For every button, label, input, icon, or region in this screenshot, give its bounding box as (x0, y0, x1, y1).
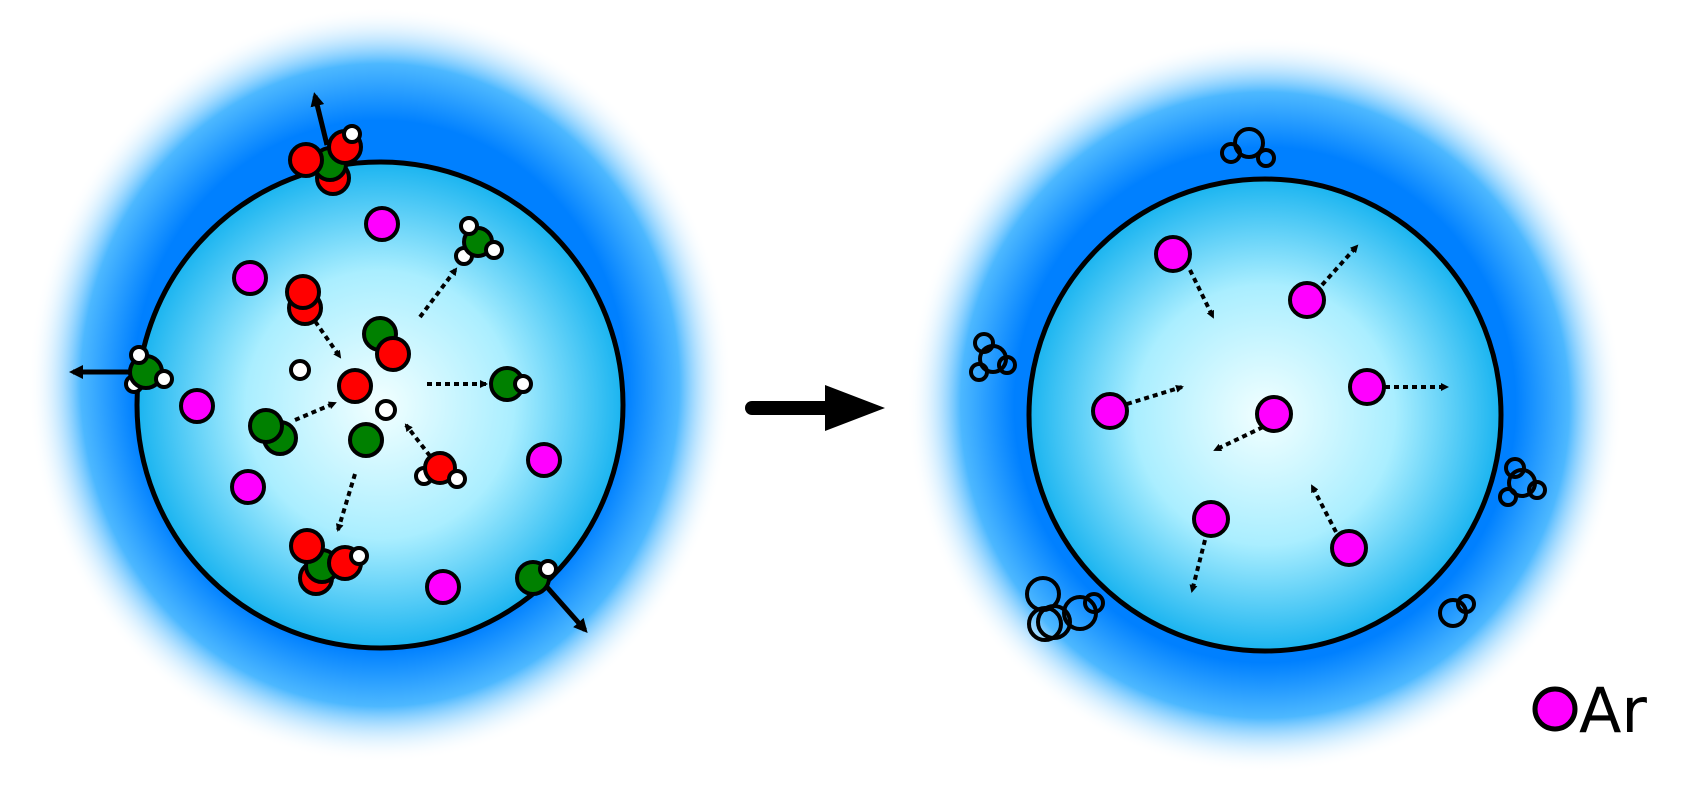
oxygen-atom (375, 336, 411, 372)
argon-atom (230, 469, 266, 505)
dotted-arrow (404, 423, 432, 458)
molecule (248, 408, 298, 456)
right-diffusion-arrows (1126, 244, 1449, 593)
hydrogen-atom (513, 374, 533, 394)
left-diffusion-arrows (294, 267, 488, 532)
molecule (1025, 576, 1105, 642)
solid-arrow (310, 92, 330, 146)
molecule (362, 316, 411, 372)
left-droplet (28, 7, 732, 763)
oxygen-atom (423, 451, 457, 485)
left-molecules (124, 124, 558, 596)
dotted-arrow (418, 267, 458, 319)
molecule (288, 124, 363, 196)
argon-atom (1091, 392, 1129, 430)
molecule (489, 366, 533, 402)
argon-atom (1192, 500, 1230, 538)
carbon-atom (348, 422, 384, 458)
argon-atom (364, 206, 400, 242)
molecule (289, 528, 369, 596)
legend-argon-swatch (1532, 686, 1578, 732)
hydrogen-atom (342, 124, 362, 144)
dotted-arrow (335, 473, 357, 532)
argon-atom (425, 569, 461, 605)
solid-arrow (544, 584, 588, 633)
hydrogen-atom (459, 216, 479, 236)
molecule (1438, 594, 1476, 628)
argon-atom (179, 388, 215, 424)
argon-atom (526, 442, 562, 478)
hydrogen-atom (484, 240, 504, 260)
hydrogen-atom (349, 546, 369, 566)
carbon-atom (248, 408, 284, 444)
molecule (1220, 127, 1276, 168)
legend-argon-label: Ar (1579, 674, 1647, 747)
argon-atom (1255, 395, 1293, 433)
left-argon-atoms (179, 206, 562, 605)
argon-atom (1348, 368, 1386, 406)
hydrogen-atom (129, 345, 149, 365)
dotted-arrow (294, 401, 337, 422)
hydrogen-atom (447, 469, 467, 489)
molecule (515, 559, 558, 596)
argon-atom (232, 260, 268, 296)
hydrogen-atom (154, 369, 174, 389)
dotted-arrow (1126, 384, 1184, 406)
oxygen-atom (337, 368, 373, 404)
oxygen-atom (289, 528, 325, 564)
molecule (969, 332, 1017, 382)
argon-atom (1330, 529, 1368, 567)
process-arrow (745, 385, 885, 431)
oxygen-atom (288, 142, 324, 178)
hydrogen-atom (375, 399, 397, 421)
molecule (124, 345, 174, 394)
right-droplet (907, 37, 1623, 773)
molecule (285, 274, 323, 326)
hydrogen-atom (289, 359, 311, 381)
oxygen-atom (285, 274, 321, 310)
right-escaped-molecules (969, 127, 1547, 642)
molecule (1498, 457, 1547, 507)
molecule (454, 216, 504, 266)
right-argon-atoms (1091, 235, 1386, 567)
hydrogen-atom (538, 559, 558, 579)
molecule (414, 451, 467, 489)
argon-atom (1154, 235, 1192, 273)
legend (1532, 686, 1578, 732)
left-ejection-arrows (69, 92, 588, 633)
argon-atom (1288, 281, 1326, 319)
